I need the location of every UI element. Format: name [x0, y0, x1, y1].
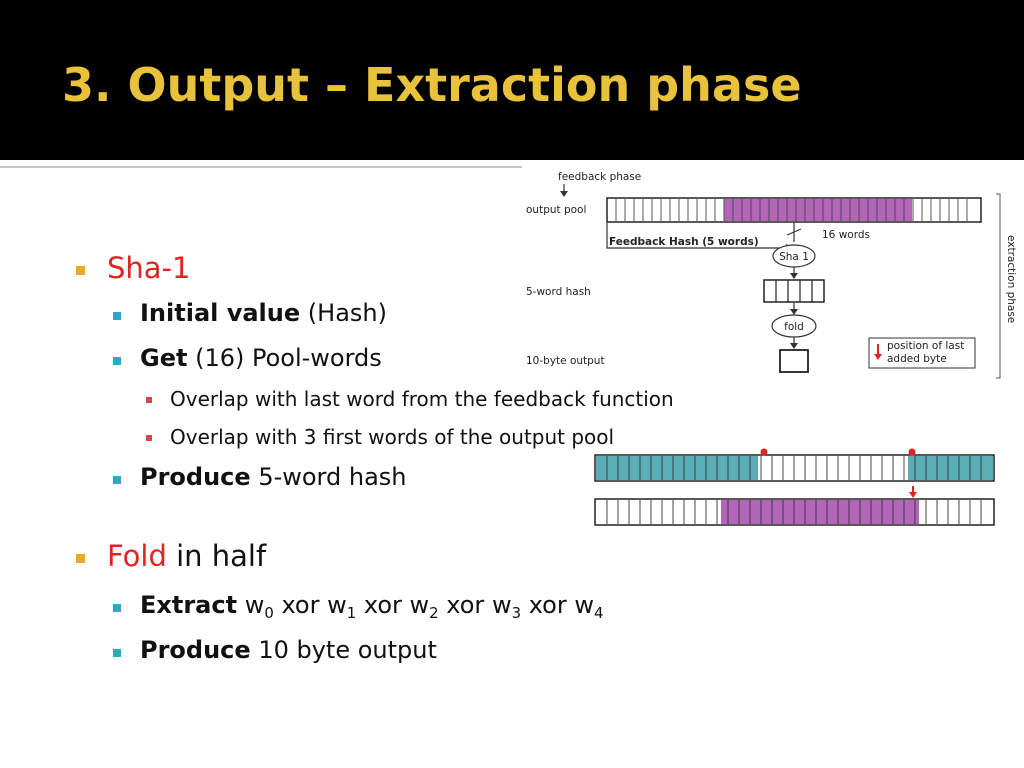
bullet-marker	[76, 554, 85, 563]
overlap-diagram	[594, 448, 995, 526]
w-letter: w	[244, 591, 265, 619]
xor-word: xor	[363, 591, 402, 619]
bullet-extract: Extract w0 xor w1 xor w2 xor w3 xor w4	[140, 591, 604, 623]
produce-label: Produce	[140, 463, 251, 491]
feedback-pool-bar	[594, 454, 995, 482]
bullet-get: Get (16) Pool-words	[140, 344, 382, 372]
feedback-phase-label: feedback phase	[558, 171, 641, 183]
w-letter: w	[409, 591, 430, 619]
legend-line-1: position of last	[887, 340, 964, 352]
sixteen-words-label: 16 words	[822, 229, 870, 241]
subscript: 2	[429, 604, 439, 623]
bullet-marker	[113, 357, 121, 365]
slide-title: 3. Output – Extraction phase	[62, 58, 802, 112]
hash-to-fold-arrowhead	[790, 309, 798, 315]
fold-node-label: fold	[784, 321, 804, 333]
w-letter: w	[574, 591, 594, 619]
output-pool-bar	[606, 197, 982, 223]
legend-box: position of last added byte	[868, 337, 976, 369]
extraction-diagram: feedback phase output pool Feedback Hash…	[526, 171, 1017, 379]
bullet-fold: Fold in half	[107, 539, 266, 573]
w-letter: w	[327, 591, 347, 619]
bullet-produce-hash: Produce 5-word hash	[140, 463, 407, 491]
produce2-text: 10 byte output	[250, 636, 437, 664]
feedback-arrowhead	[560, 191, 568, 197]
initial-value-text: (Hash)	[300, 299, 387, 327]
sha1-text: Sha-1	[107, 251, 191, 285]
title-divider	[0, 166, 522, 168]
bullet-marker	[113, 476, 121, 484]
bullet-produce-output: Produce 10 byte output	[140, 636, 437, 664]
subscript: 3	[511, 604, 522, 623]
title-bar: 3. Output – Extraction phase	[0, 0, 1024, 160]
bullet-overlap-2: Overlap with 3 first words of the output…	[170, 425, 615, 449]
marker-dot	[908, 448, 916, 456]
bullet-initial-value: Initial value (Hash)	[140, 299, 387, 327]
bullet-marker	[146, 397, 152, 403]
produce2-label: Produce	[140, 636, 251, 664]
sha1-node-label: Sha 1	[779, 251, 809, 263]
sha-to-hash-arrowhead	[790, 273, 798, 279]
output-pool-bar-2	[594, 498, 995, 526]
fold-label: Fold	[107, 539, 167, 573]
subscript: 1	[346, 604, 357, 623]
ten-byte-output-label: 10-byte output	[526, 355, 605, 367]
xor-word: xor	[281, 591, 320, 619]
ten-byte-output-box	[779, 349, 809, 373]
red-arrowhead-icon	[874, 354, 882, 360]
output-pool-label: output pool	[526, 204, 586, 216]
extraction-bracket	[996, 193, 1001, 379]
xor-word: xor	[446, 591, 485, 619]
initial-value-label: Initial value	[140, 299, 301, 327]
bullet-marker	[146, 435, 152, 441]
feedback-hash-label: Feedback Hash (5 words)	[609, 236, 759, 248]
five-word-hash-box	[763, 279, 825, 303]
marker-dot	[760, 448, 768, 456]
bullet-overlap-1: Overlap with last word from the feedback…	[170, 387, 674, 411]
bullet-marker	[113, 604, 121, 612]
bus-slash	[786, 228, 802, 236]
bullet-marker	[113, 649, 121, 657]
bullet-marker	[113, 312, 121, 320]
bullet-sha1: Sha-1	[107, 251, 190, 285]
produce-text: 5-word hash	[250, 463, 407, 491]
subscript: 0	[264, 604, 274, 623]
xor-word: xor	[528, 591, 567, 619]
extraction-phase-label: extraction phase	[1005, 235, 1017, 323]
w-letter: w	[491, 591, 512, 619]
legend-line-2: added byte	[887, 353, 947, 365]
bullet-marker	[76, 266, 85, 275]
get-label: Get	[140, 344, 188, 372]
extract-label: Extract	[140, 591, 238, 619]
five-word-hash-label: 5-word hash	[526, 286, 591, 298]
feedback-hash-arrow	[606, 223, 790, 249]
fold-to-output-arrowhead	[790, 343, 798, 349]
get-text: (16) Pool-words	[187, 344, 382, 372]
fold-text: in half	[166, 539, 267, 573]
subscript: 4	[593, 604, 604, 623]
red-arrowhead-icon	[909, 492, 917, 498]
